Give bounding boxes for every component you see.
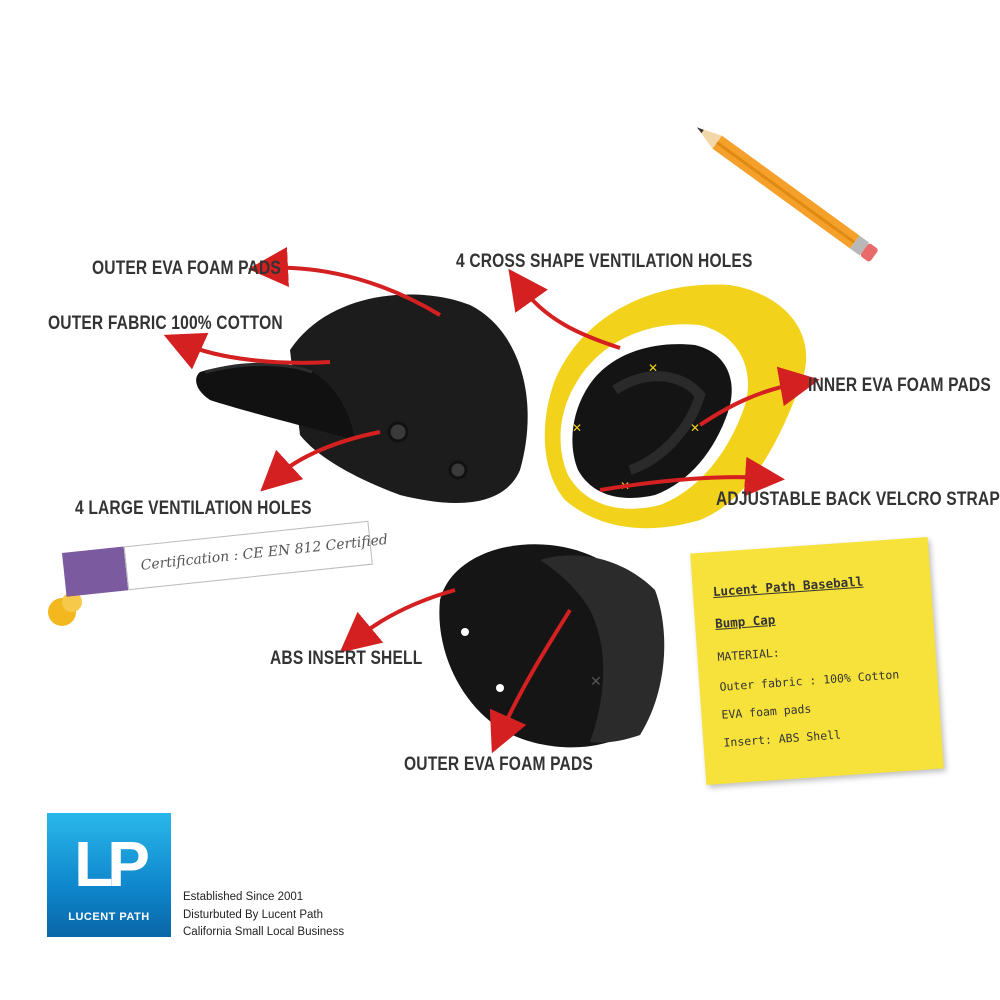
business-info: Established Since 2001 Disturbuted By Lu… [183, 889, 344, 942]
note-line-eva: EVA foam pads [721, 701, 812, 722]
sticky-note: Lucent Path Baseball Bump Cap MATERIAL: … [690, 536, 944, 786]
abs-insert-shell: ✕ [439, 544, 665, 748]
note-material-label: MATERIAL: [716, 645, 781, 664]
note-line-insert: Insert: ABS Shell [722, 727, 842, 750]
callout-outer-eva-top: OUTER EVA FOAM PADS [92, 258, 281, 279]
callout-outer-eva-bottom: OUTER EVA FOAM PADS [404, 754, 593, 775]
note-title-line1: Lucent Path Baseball [712, 573, 864, 600]
pencil-icon [696, 127, 878, 262]
callout-cross-vent-holes: 4 CROSS SHAPE VENTILATION HOLES [456, 251, 753, 272]
callout-abs-shell: ABS INSERT SHELL [270, 648, 423, 669]
note-line-fabric: Outer fabric : 100% Cotton [719, 667, 900, 694]
logo-mark: LP [74, 828, 150, 900]
svg-text:✕: ✕ [590, 674, 602, 690]
black-cap-side-view [196, 294, 528, 503]
logo-name: LUCENT PATH [68, 911, 150, 923]
callout-outer-fabric: OUTER FABRIC 100% COTTON [48, 313, 283, 334]
svg-text:✕: ✕ [648, 361, 658, 375]
note-title-line2: Bump Cap [714, 611, 776, 631]
svg-text:✕: ✕ [690, 421, 700, 435]
svg-text:✕: ✕ [572, 421, 582, 435]
tag-color-strip [62, 546, 129, 597]
lucent-path-logo: LP LUCENT PATH [47, 813, 171, 937]
callout-inner-eva: INNER EVA FOAM PADS [808, 375, 991, 396]
callout-large-vent-holes: 4 LARGE VENTILATION HOLES [75, 498, 312, 519]
info-established: Established Since 2001 [183, 891, 304, 903]
info-california: California Small Local Business [183, 926, 345, 938]
yellow-cap-inside-view: ✕ ✕ ✕ ✕ [544, 284, 807, 529]
callout-arrows [163, 247, 820, 754]
callout-velcro-strap: ADJUSTABLE BACK VELCRO STRAP [716, 489, 1000, 510]
info-distributed: Disturbuted By Lucent Path [183, 908, 323, 921]
